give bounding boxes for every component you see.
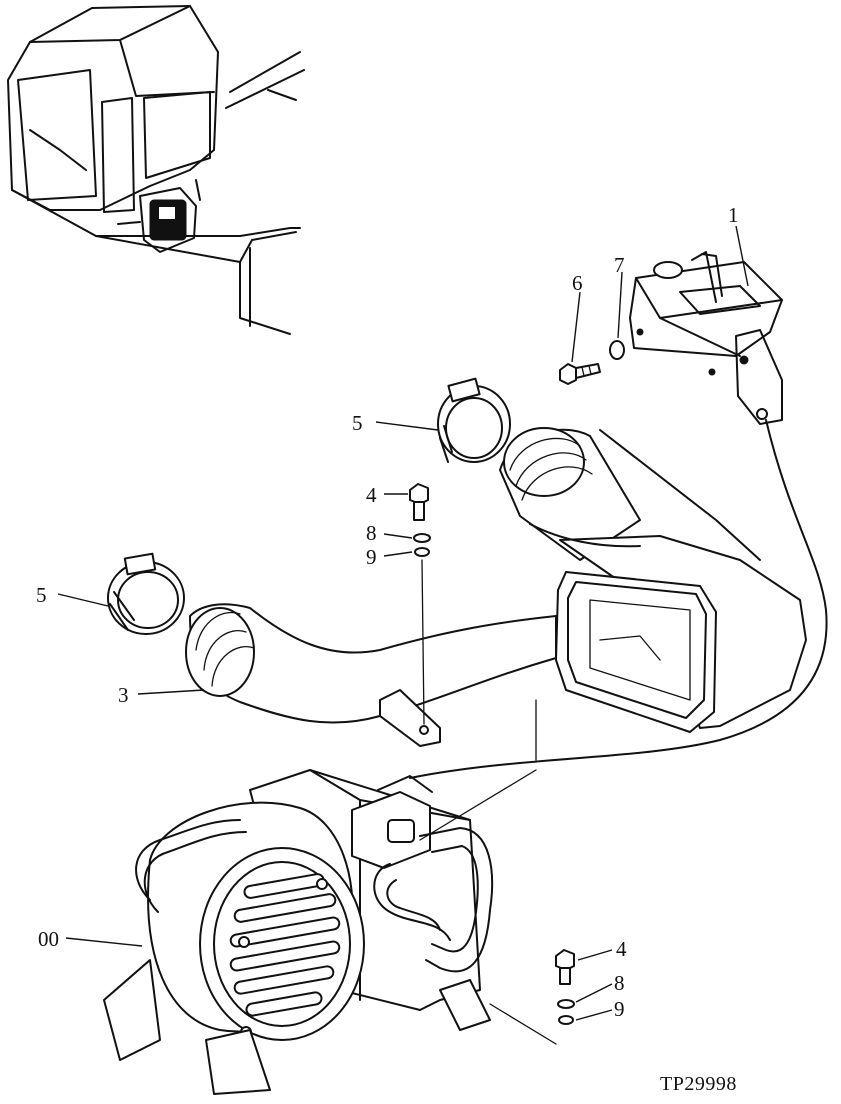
- heater-blower-unit-part-00: [103, 699, 537, 1095]
- callout-3: 3: [118, 683, 129, 707]
- fastener-stack-lower: [489, 949, 575, 1045]
- callout-7: 7: [614, 253, 625, 277]
- control-panel-part-1: [629, 251, 783, 425]
- callout-00: 00: [38, 927, 59, 951]
- callout-9-upper: 9: [366, 545, 377, 569]
- figure-reference-code: TP29998: [660, 1073, 737, 1095]
- leader-lines: [57, 225, 749, 1021]
- hose-clamp-part-5-upper: [437, 377, 511, 463]
- callout-8-lower: 8: [614, 971, 625, 995]
- callout-8-upper: 8: [366, 521, 377, 545]
- callout-5-lower: 5: [36, 583, 47, 607]
- callout-6: 6: [572, 271, 583, 295]
- callout-9-lower: 9: [614, 997, 625, 1021]
- callout-4-lower: 4: [616, 937, 627, 961]
- washer-part-7: [609, 340, 625, 360]
- control-cable: [409, 419, 828, 779]
- bolt-part-6: [559, 363, 601, 385]
- hose-clamp-part-5-lower: [107, 552, 185, 635]
- fastener-stack-upper: [409, 483, 431, 725]
- callout-5-upper: 5: [352, 411, 363, 435]
- excavator-cab-inset: [7, 5, 305, 335]
- air-duct-part-3: [185, 427, 807, 747]
- callout-1: 1: [728, 203, 739, 227]
- callout-4-upper: 4: [366, 483, 377, 507]
